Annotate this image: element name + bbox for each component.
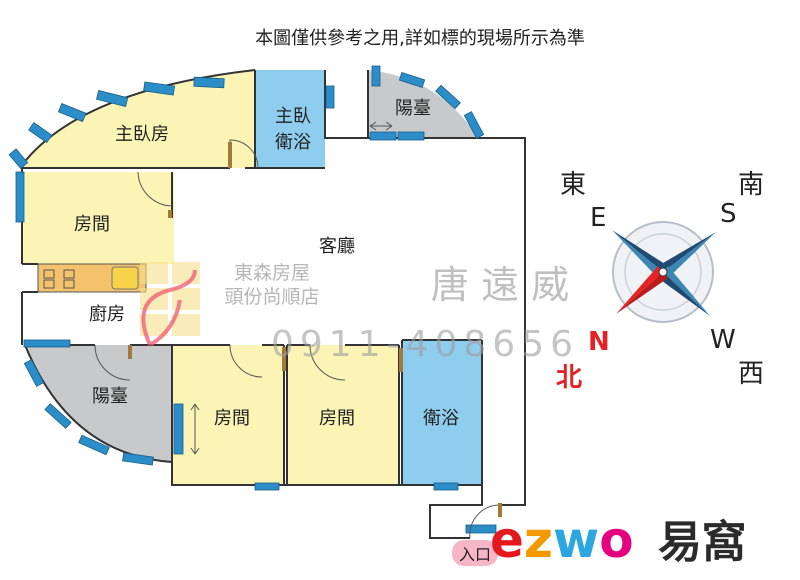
balcony-left-label: 陽臺 — [92, 386, 128, 407]
compass-east-en: E — [590, 203, 606, 233]
logo-letter-w: w — [553, 511, 599, 569]
sink — [111, 266, 139, 290]
watermark-phone: 0911-408656 — [271, 324, 579, 365]
balcony-left-area — [25, 345, 172, 462]
ezwo-logo-cn: 易窩 — [658, 517, 746, 568]
compass-east-cn: 東 — [560, 170, 586, 200]
compass-west-en: W — [710, 325, 736, 355]
bedroom-a-label: 房間 — [214, 408, 250, 429]
bathroom-label: 衛浴 — [423, 408, 459, 429]
stove-icon — [43, 269, 75, 289]
door-jambs — [128, 142, 502, 517]
bedroom-b-area — [287, 345, 399, 485]
compass-north-cn: 北 — [556, 363, 582, 393]
disclaimer-text: 本圖僅供參考之用,詳如標的現場所示為準 — [255, 28, 585, 49]
compass-west-cn: 西 — [738, 359, 764, 389]
balcony-top-area — [368, 70, 478, 138]
logo-letter-e: e — [490, 511, 524, 569]
logo-letter-z: z — [524, 511, 553, 569]
entrance-label: 入口 — [459, 545, 491, 564]
watermark-agency-line1: 東森房屋 — [234, 262, 310, 284]
watermark: 東森房屋 頭份尚順店 唐 遠 威 0911-408656 — [140, 262, 579, 365]
living-room-label: 客廳 — [319, 236, 355, 257]
ezwo-logo: ezwo 易窩 — [490, 511, 746, 569]
balcony-top-label: 陽臺 — [395, 98, 431, 119]
bedroom-a-area — [172, 345, 284, 485]
bedroom-b-label: 房間 — [319, 408, 355, 429]
compass-rose-icon — [612, 221, 716, 323]
doors — [94, 121, 499, 539]
compass-north-en: N — [588, 327, 610, 357]
entrance-badge — [452, 540, 498, 566]
watermark-agency-line2: 頭份尚順店 — [224, 286, 319, 308]
ezwo-logo-latin: ezwo — [490, 511, 634, 569]
master-bath-area — [255, 70, 325, 168]
logo-letter-o: o — [599, 511, 633, 569]
bathroom-area — [402, 340, 482, 485]
master-bath-label-1: 主臥 — [275, 106, 311, 127]
watermark-agent-name: 唐 遠 威 — [431, 263, 569, 307]
compass-south-cn: 南 — [738, 170, 764, 200]
master-bedroom-area — [22, 70, 255, 168]
compass-south-en: S — [720, 199, 737, 229]
bedroom-left-area — [22, 172, 174, 264]
kitchen-label: 廚房 — [89, 303, 125, 325]
master-bedroom-label: 主臥房 — [115, 124, 169, 145]
master-bath-label-2: 衛浴 — [275, 132, 311, 153]
windows — [8, 65, 497, 534]
bedroom-left-label: 房間 — [74, 214, 110, 235]
watermark-swoosh-icon — [141, 269, 197, 347]
